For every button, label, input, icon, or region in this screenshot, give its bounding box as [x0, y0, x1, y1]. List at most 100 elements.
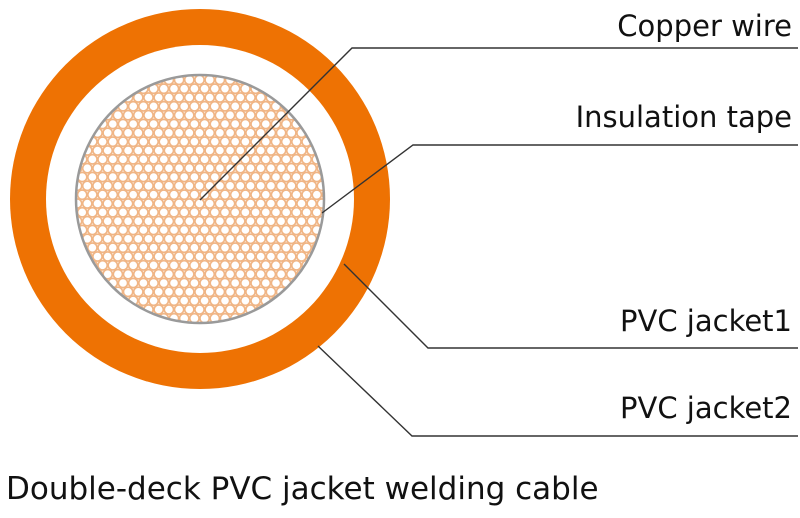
copper-strand	[163, 92, 175, 103]
copper-strand	[270, 224, 282, 236]
copper-strand	[260, 206, 272, 218]
copper-strand	[275, 162, 287, 174]
copper-strands	[76, 75, 324, 323]
copper-strand	[234, 215, 246, 227]
copper-strand	[255, 162, 267, 174]
copper-strand	[265, 251, 277, 262]
copper-strand	[127, 136, 139, 148]
copper-strand	[270, 206, 282, 218]
copper-strand	[260, 118, 272, 130]
copper-strand	[102, 251, 114, 262]
copper-strand	[188, 136, 200, 148]
copper-strand	[137, 295, 149, 307]
copper-strand	[132, 286, 144, 298]
copper-strand	[127, 224, 139, 236]
copper-strand	[188, 171, 200, 183]
copper-strand	[178, 224, 190, 236]
copper-strand	[199, 171, 210, 183]
copper-strand	[260, 224, 272, 236]
insulation-tape-leader-line	[321, 144, 798, 214]
copper-strand	[143, 233, 154, 245]
copper-strand	[209, 224, 221, 236]
copper-strand	[194, 92, 205, 103]
copper-strand	[87, 171, 98, 183]
copper-strand	[122, 145, 134, 156]
copper-strand	[168, 100, 180, 112]
copper-strand	[173, 233, 185, 245]
copper-strand	[112, 268, 124, 280]
copper-strand	[260, 242, 272, 254]
copper-strand	[194, 127, 205, 139]
copper-strand	[183, 286, 195, 298]
copper-strand	[148, 206, 159, 218]
copper-strand	[97, 242, 108, 254]
copper-strand	[92, 251, 103, 262]
copper-strand	[260, 259, 272, 271]
copper-strand	[280, 118, 292, 130]
copper-strand	[168, 295, 180, 307]
copper-strand	[296, 198, 307, 209]
copper-strand	[204, 233, 216, 245]
copper-strand	[168, 171, 180, 183]
copper-strand	[265, 162, 277, 174]
copper-strand	[214, 162, 226, 174]
copper-strand	[143, 109, 154, 121]
copper-strand	[290, 242, 302, 254]
copper-strand	[296, 162, 307, 174]
copper-strand	[199, 83, 210, 95]
copper-strand	[214, 251, 226, 262]
copper-strand	[265, 180, 277, 192]
copper-strand	[127, 153, 139, 165]
copper-strand	[137, 206, 149, 218]
copper-strand	[127, 100, 139, 112]
copper-strand	[163, 145, 175, 156]
copper-strand	[280, 171, 292, 183]
copper-strand	[280, 224, 292, 236]
copper-strand	[148, 171, 159, 183]
copper-strand	[209, 118, 221, 130]
copper-strand	[245, 233, 256, 245]
copper-strand	[245, 92, 256, 103]
copper-strand	[158, 118, 170, 130]
copper-strand	[214, 286, 226, 298]
copper-strand	[285, 180, 297, 192]
copper-strand	[239, 171, 251, 183]
copper-strand	[158, 242, 170, 254]
pvc-jacket1-leader-line	[343, 263, 798, 349]
copper-strand	[239, 189, 251, 201]
copper-strand	[188, 83, 200, 95]
copper-strand	[148, 100, 159, 112]
copper-strand	[239, 277, 251, 289]
copper-strand	[188, 277, 200, 289]
copper-strand	[132, 145, 144, 156]
copper-strand	[245, 286, 256, 298]
copper-strand	[188, 295, 200, 307]
copper-strand	[204, 162, 216, 174]
copper-strand	[255, 286, 267, 298]
copper-strand	[250, 136, 261, 148]
copper-strand	[209, 242, 221, 254]
copper-strand	[255, 127, 267, 139]
copper-strand	[178, 295, 190, 307]
copper-strand	[194, 180, 205, 192]
copper-strand	[255, 92, 267, 103]
copper-strand	[148, 118, 159, 130]
copper-strand	[97, 259, 108, 271]
copper-strand	[107, 171, 119, 183]
copper-strand	[214, 127, 226, 139]
copper-strand	[188, 100, 200, 112]
copper-strand	[275, 215, 287, 227]
copper-strand	[153, 180, 165, 192]
copper-strand	[265, 109, 277, 121]
copper-strand	[194, 162, 205, 174]
copper-strand	[183, 180, 195, 192]
copper-strand	[224, 180, 236, 192]
copper-strand	[255, 109, 267, 121]
copper-strand	[214, 180, 226, 192]
copper-strand	[137, 100, 149, 112]
copper-strand	[143, 162, 154, 174]
copper-strand	[132, 180, 144, 192]
copper-strand	[219, 171, 231, 183]
copper-strand	[285, 251, 297, 262]
copper-strand	[199, 242, 210, 254]
